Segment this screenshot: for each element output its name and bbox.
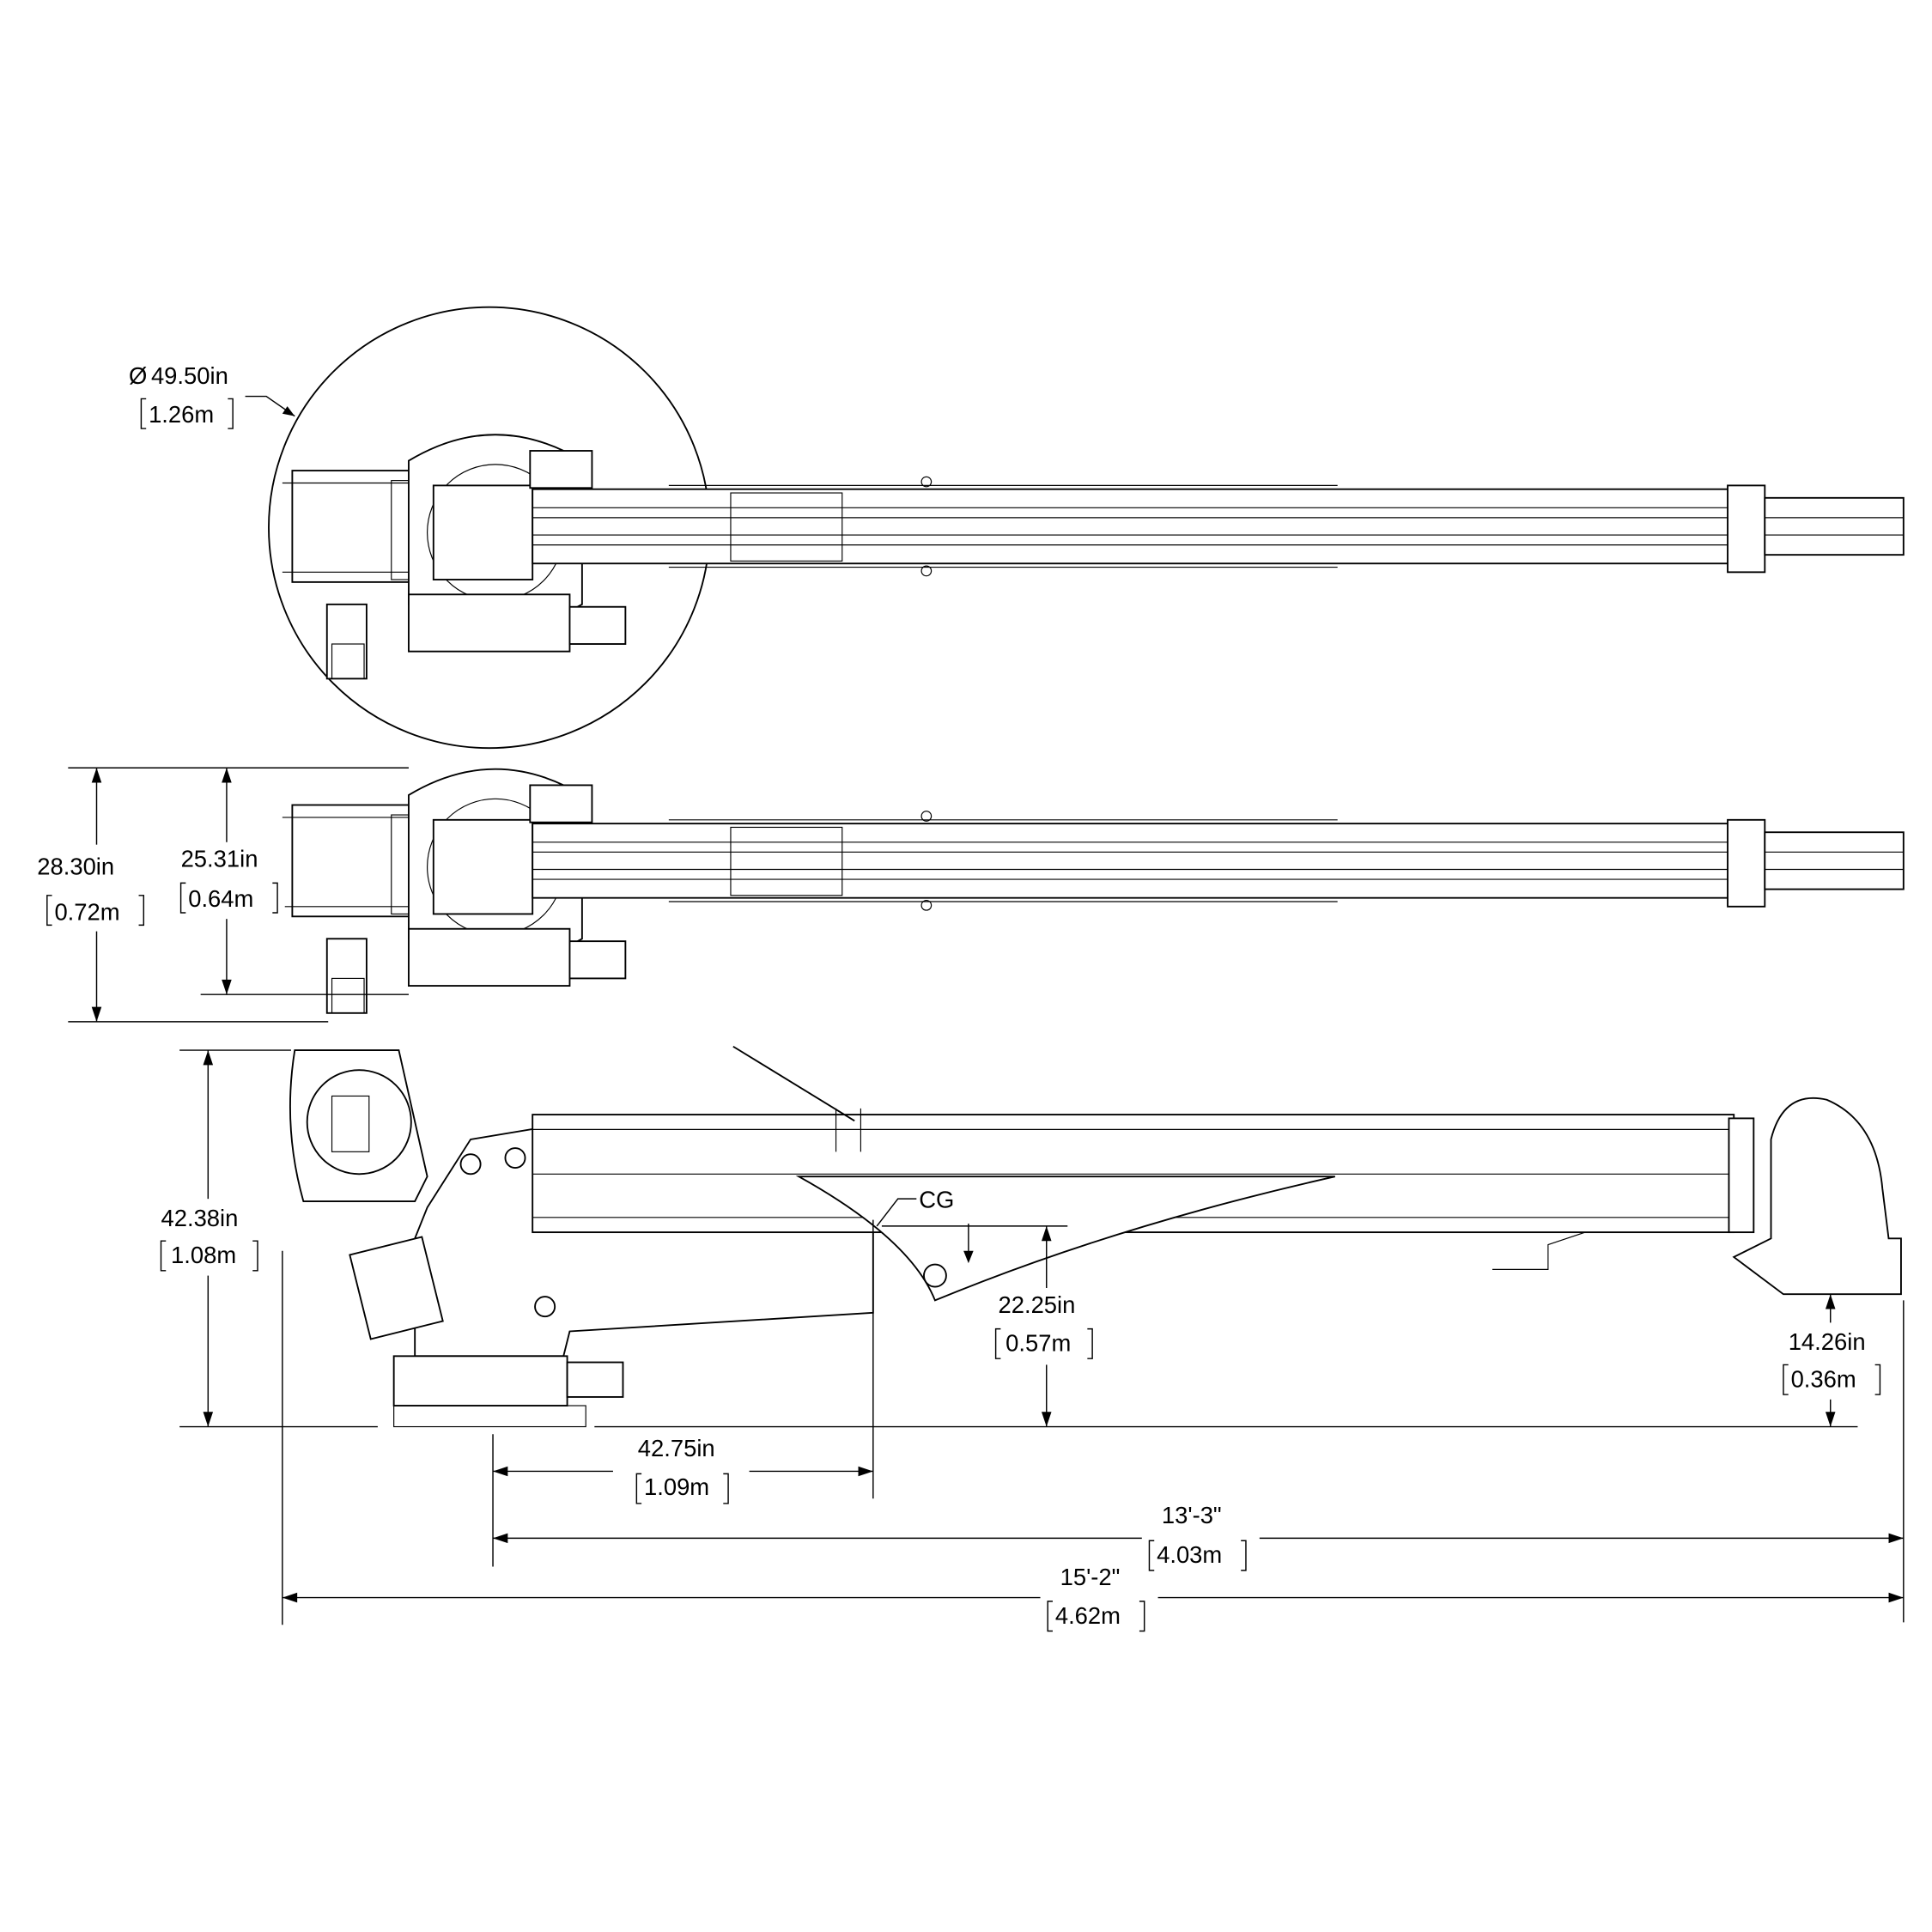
tip-height-imperial: 14.26in [1789,1328,1866,1355]
boom-tip [1732,1097,1902,1296]
overall-length-imperial: 15'-2" [1060,1564,1121,1590]
plan-view [281,768,1905,1014]
side-view-dimensions: 42.38in 1.08m CG 22.25in 0.57m 14.26in 0… [155,1049,1905,1632]
reach-metric: 4.03m [1157,1541,1222,1568]
control-box [349,1236,444,1340]
overall-width-metric: 0.72m [54,899,119,926]
overall-length-metric: 4.62m [1055,1602,1121,1629]
base-width-metric: 0.64m [188,885,253,912]
cg-height-metric: 0.57m [1005,1330,1071,1357]
swing-diameter-imperial: 49.50in [151,362,228,389]
reach-imperial: 13'-3" [1162,1502,1222,1528]
cg-distance-imperial: 42.75in [638,1435,715,1461]
cg-arrow-icon [963,1250,974,1264]
overall-height-metric: 1.08m [171,1242,236,1268]
winch-housing [289,1049,428,1202]
boom-lift-plate [795,1176,1336,1302]
overall-width-imperial: 28.30in [37,853,114,879]
leader-arrow [282,406,295,416]
overall-height-imperial: 42.38in [161,1205,239,1231]
cg-label: CG [919,1186,954,1212]
cg-height-imperial: 22.25in [999,1291,1076,1318]
plan-view-dimensions: 28.30in 0.72m 25.31in 0.64m [34,767,409,1023]
cg-distance-metric: 1.09m [644,1473,709,1500]
top-view: Ø 49.50in 1.26m [129,306,1905,750]
base-rotation-unit [392,1355,568,1406]
diameter-symbol: Ø [129,362,147,389]
swing-diameter-metric: 1.26m [149,401,214,428]
base-width-imperial: 25.31in [181,846,258,872]
side-view [289,1045,1902,1428]
tip-height-metric: 0.36m [1791,1365,1856,1392]
